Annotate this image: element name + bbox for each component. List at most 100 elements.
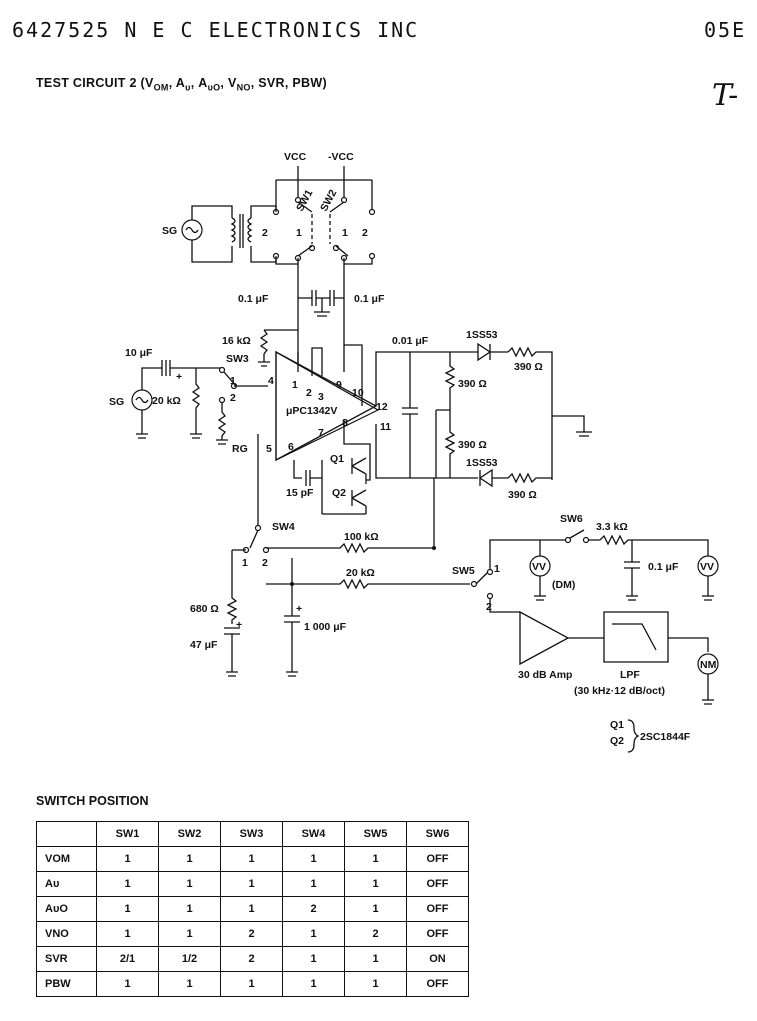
lpf-spec-label: (30 kHz·12 dB/oct) (574, 685, 665, 697)
table-cell: 1 (96, 971, 159, 997)
table-cell: 2 (282, 896, 345, 922)
title-sep-1: , A (168, 76, 186, 90)
table-cell: 1 (96, 896, 159, 922)
q1-part-label: Q1 (610, 719, 624, 731)
ic-pin5: 5 (266, 443, 272, 455)
c1000u-label: 1 000 μF (304, 621, 347, 633)
row-label: Aυ (36, 871, 97, 897)
transformer-sg-source: SG (162, 205, 277, 263)
document-header-title: 6427525 N E C ELECTRONICS INC (12, 18, 420, 42)
sw1-pos1: 1 (296, 227, 302, 239)
table-cell: 1 (158, 971, 221, 997)
table-row: Aυ 1 1 1 1 1 OFF (36, 871, 469, 897)
c01u-label: 0.1 μF (648, 561, 679, 573)
c1000u-plus: + (296, 603, 302, 615)
r16k-label: 16 kΩ (222, 335, 251, 347)
test-circuit-schematic: VCC -VCC SW1 SW2 2 1 1 2 SG 0.1 μF 0.1 μ… (109, 151, 719, 753)
r100k-label: 100 kΩ (344, 531, 379, 543)
ic-upc1342v: 1 2 3 4 5 6 7 8 9 10 11 12 μPC1342V (266, 344, 391, 462)
table-cell: 1 (220, 871, 283, 897)
sw1-label: SW1 (294, 188, 315, 214)
ic-pin2: 2 (306, 387, 312, 399)
circuit-title: TEST CIRCUIT 2 (VOM, Aυ, AυO, VNO, SVR, … (36, 76, 327, 93)
vv-left-label: VV (532, 561, 546, 573)
sg2-label: SG (109, 396, 124, 408)
title-suffix: , SVR, PBW) (250, 76, 327, 90)
c10u-plus: + (176, 371, 182, 383)
r390c-label: 390 Ω (458, 439, 487, 451)
ic-pin11: 11 (380, 421, 391, 433)
table-cell: 1 (344, 971, 407, 997)
switch-position-title: SWITCH POSITION (36, 794, 149, 808)
table-cell: 1 (158, 921, 221, 947)
ic-pin12: 12 (376, 401, 388, 413)
sw5-pos1: 1 (494, 563, 500, 575)
r390b-label: 390 Ω (458, 378, 487, 390)
q-part-number: 2SC1844F (640, 731, 691, 743)
title-sep-2: , A (190, 76, 208, 90)
table-cell: OFF (406, 871, 469, 897)
vcc-neg-label: -VCC (328, 151, 354, 163)
col-sw2: SW2 (158, 821, 221, 847)
table-cell: 1 (96, 921, 159, 947)
feedback-network: SW4 1 2 100 kΩ 680 Ω + 47 μF + 1 000 μF … (190, 434, 470, 677)
ic-name-label: μPC1342V (286, 405, 337, 417)
decoupling-caps: 0.1 μF 0.1 μF (238, 290, 385, 372)
table-cell: 1/2 (158, 946, 221, 972)
output-network: 0.01 μF 1SS53 390 Ω 390 Ω 390 Ω 1SS53 39… (375, 329, 592, 501)
title-sub-u: υ (185, 82, 191, 93)
title-sep-3: , V (220, 76, 237, 90)
table-cell: 2 (220, 946, 283, 972)
r390a-label: 390 Ω (514, 361, 543, 373)
sw4-label: SW4 (272, 521, 295, 533)
col-sw4: SW4 (282, 821, 345, 847)
row-label: PBW (36, 971, 97, 997)
cap-right-label: 0.1 μF (354, 293, 385, 305)
table-cell: 1 (282, 921, 345, 947)
col-sw3: SW3 (220, 821, 283, 847)
sw4-pos1: 1 (242, 557, 248, 569)
col-sw1: SW1 (96, 821, 159, 847)
sw6-label: SW6 (560, 513, 583, 525)
table-cell: 1 (220, 846, 283, 872)
table-cell: OFF (406, 846, 469, 872)
ic-pin1: 1 (292, 379, 298, 391)
supply-switch-block: VCC -VCC SW1 SW2 2 1 1 2 (262, 151, 376, 290)
c47u-plus: + (236, 619, 242, 631)
r33k-label: 3.3 kΩ (596, 521, 628, 533)
q1-q2-transistors: Q1 Q2 15 pF (286, 420, 371, 515)
sw2-label: SW2 (318, 188, 339, 214)
table-cell: 1 (158, 871, 221, 897)
row-label: SVR (36, 946, 97, 972)
table-cell: 1 (158, 896, 221, 922)
table-cell: OFF (406, 971, 469, 997)
r680-label: 680 Ω (190, 603, 219, 615)
sw2-pos2: 2 (362, 227, 368, 239)
ic-pin10: 10 (352, 387, 364, 399)
table-row: SVR 2/1 1/2 2 1 1 ON (36, 946, 469, 972)
vcc-pos-label: VCC (284, 151, 307, 163)
c10u-label: 10 μF (125, 347, 153, 359)
r20k-fb-label: 20 kΩ (346, 567, 375, 579)
table-cell: 1 (344, 896, 407, 922)
row-label: AυO (36, 896, 97, 922)
table-cell: 1 (220, 971, 283, 997)
row-label: VOM (36, 846, 97, 872)
q1-label: Q1 (330, 453, 344, 465)
table-cell: 1 (282, 846, 345, 872)
ic-pin8: 8 (342, 417, 348, 429)
sw2-pos1: 1 (342, 227, 348, 239)
sw4-pos2: 2 (262, 557, 268, 569)
q2-label: Q2 (332, 487, 346, 499)
table-cell: 2/1 (96, 946, 159, 972)
sw1-pos2-left: 2 (262, 227, 268, 239)
vv-right-label: VV (700, 561, 714, 573)
table-cell: 1 (282, 946, 345, 972)
ic-pin9: 9 (336, 379, 342, 391)
cap-left-label: 0.1 μF (238, 293, 269, 305)
ic-pin3: 3 (318, 391, 324, 403)
diode-bot-label: 1SS53 (466, 457, 498, 469)
table-cell: ON (406, 946, 469, 972)
table-cell: 1 (220, 896, 283, 922)
table-header-row: SW1 SW2 SW3 SW4 SW5 SW6 (36, 821, 469, 847)
